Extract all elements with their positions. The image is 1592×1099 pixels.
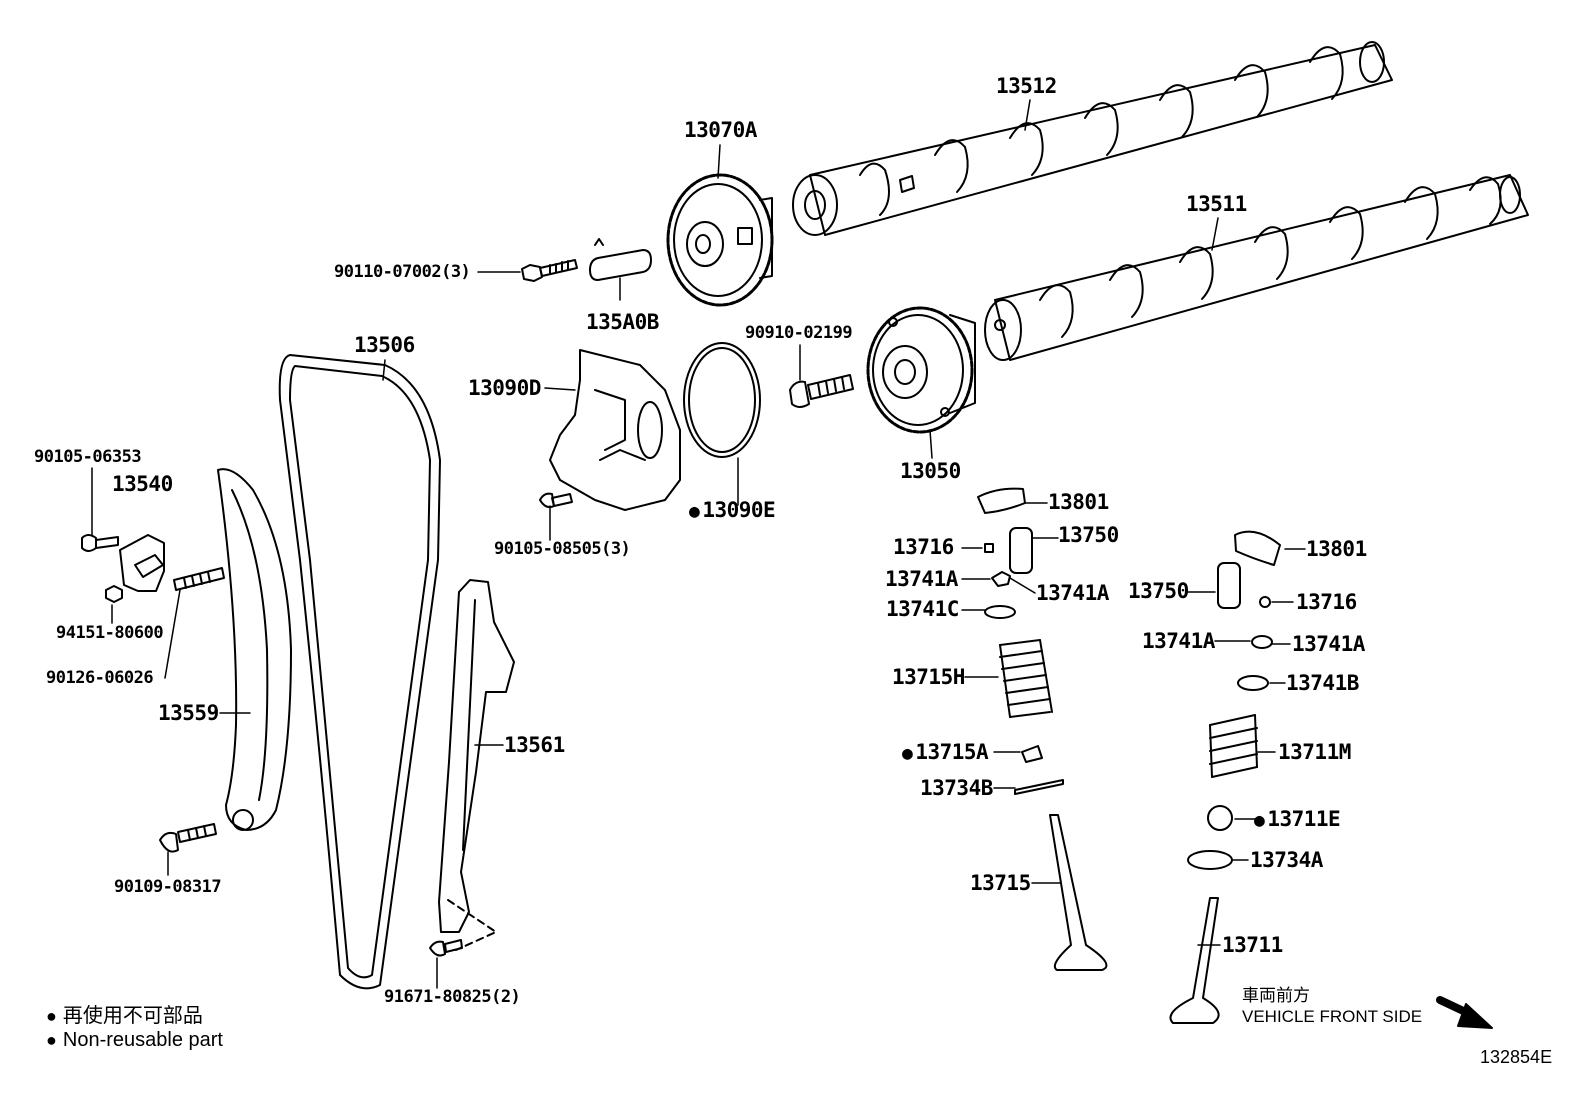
label-90105-06353[interactable]: 90105-06353 xyxy=(34,447,142,467)
cam-timing-gear-13050[interactable] xyxy=(866,306,976,434)
valve-seal-13715A[interactable] xyxy=(1021,745,1043,763)
front-side-jp: 車両前方 xyxy=(1242,986,1310,1005)
label-13559[interactable]: 13559 xyxy=(158,701,219,725)
pad-13716-intake[interactable] xyxy=(984,543,994,553)
camshaft-13511[interactable] xyxy=(984,174,1529,361)
label-13741B[interactable]: 13741B xyxy=(1286,671,1359,695)
gasket-13090E[interactable] xyxy=(683,342,761,458)
bolt-90910-02199[interactable] xyxy=(789,374,854,408)
label-90910-02199[interactable]: 90910-02199 xyxy=(745,323,853,343)
retainer-13741C[interactable] xyxy=(984,605,1016,619)
bolt-90105-06353[interactable] xyxy=(81,534,119,552)
label-13050[interactable]: 13050 xyxy=(900,459,961,483)
label-13711E[interactable]: 13711E xyxy=(1254,809,1340,830)
label-13512[interactable]: 13512 xyxy=(996,74,1057,98)
keeper-13741A-exhaust[interactable] xyxy=(1251,635,1273,649)
label-13734A[interactable]: 13734A xyxy=(1250,848,1323,872)
legend-japanese: ●再使用不可部品 xyxy=(46,1006,203,1026)
chain-cover-13090D[interactable] xyxy=(549,349,681,511)
label-13540[interactable]: 13540 xyxy=(112,472,173,496)
chain-guide-13561[interactable] xyxy=(438,579,515,951)
valve-spring-13715H[interactable] xyxy=(999,639,1053,718)
keeper-13741A-intake[interactable] xyxy=(991,571,1011,587)
label-13070A[interactable]: 13070A xyxy=(684,118,757,142)
legend-en-text: Non-reusable part xyxy=(62,1029,223,1051)
pad-13716-exhaust[interactable] xyxy=(1259,596,1271,608)
label-13711[interactable]: 13711 xyxy=(1222,933,1283,957)
label-13801-exhaust[interactable]: 13801 xyxy=(1306,537,1367,561)
label-13506[interactable]: 13506 xyxy=(354,333,415,357)
label-13715[interactable]: 13715 xyxy=(970,871,1031,895)
bolt-90105-08505[interactable] xyxy=(539,492,573,509)
rocker-arm-13801-intake[interactable] xyxy=(977,487,1026,514)
label-91671-80825[interactable]: 91671-80825(2) xyxy=(384,987,521,1007)
bolt-90109-08317[interactable] xyxy=(159,823,217,853)
washer-13734A[interactable] xyxy=(1187,850,1233,870)
vehicle-front-arrow-icon xyxy=(1436,996,1493,1029)
legend-english: ●Non-reusable part xyxy=(46,1030,223,1050)
label-13750-intake[interactable]: 13750 xyxy=(1058,523,1119,547)
label-13741A-intake-right[interactable]: 13741A xyxy=(1036,581,1109,605)
intake-valve-13715[interactable] xyxy=(1049,814,1108,971)
bolt-91671-80825[interactable] xyxy=(429,939,463,957)
chain-slipper-13559[interactable] xyxy=(217,468,292,831)
exhaust-valve-13711[interactable] xyxy=(1169,897,1220,1024)
label-135A0B[interactable]: 135A0B xyxy=(586,310,659,334)
label-13741A-exhaust-left[interactable]: 13741A xyxy=(1142,629,1215,653)
label-13511[interactable]: 13511 xyxy=(1186,192,1247,216)
label-90126-06026[interactable]: 90126-06026 xyxy=(46,668,154,688)
legend-jp-text: 再使用不可部品 xyxy=(62,1005,203,1027)
label-13090E[interactable]: 13090E xyxy=(689,500,775,521)
label-90110-07002[interactable]: 90110-07002(3) xyxy=(334,262,471,282)
label-13715H[interactable]: 13715H xyxy=(892,665,965,689)
retainer-13741B[interactable] xyxy=(1237,675,1269,691)
label-90109-08317[interactable]: 90109-08317 xyxy=(114,877,222,897)
diagram-id: 132854E xyxy=(1480,1047,1553,1067)
chain-tensioner-13540[interactable] xyxy=(119,534,165,592)
label-13715A[interactable]: 13715A xyxy=(902,742,988,763)
valve-seal-13711E[interactable] xyxy=(1207,805,1233,831)
label-13716-exhaust[interactable]: 13716 xyxy=(1296,590,1357,614)
label-13741A-exhaust-right[interactable]: 13741A xyxy=(1292,632,1365,656)
label-94151-80600[interactable]: 94151-80600 xyxy=(56,623,164,643)
label-90105-08505[interactable]: 90105-08505(3) xyxy=(494,539,631,559)
valve-guide-13734B[interactable] xyxy=(1014,779,1064,795)
oil-control-valve-filter-135A0B[interactable] xyxy=(589,238,652,281)
legend-bullet-icon: ● xyxy=(46,1006,57,1026)
legend-bullet-icon: ● xyxy=(46,1030,57,1050)
timing-chain-13506[interactable] xyxy=(278,354,441,990)
label-13734B[interactable]: 13734B xyxy=(920,776,993,800)
label-13741A-intake-left[interactable]: 13741A xyxy=(885,567,958,591)
label-13741C[interactable]: 13741C xyxy=(886,597,959,621)
label-13090D[interactable]: 13090D xyxy=(468,376,541,400)
lash-adjuster-13750-intake[interactable] xyxy=(1009,527,1033,574)
label-13711M[interactable]: 13711M xyxy=(1278,740,1351,764)
valve-spring-13711M[interactable] xyxy=(1209,714,1258,778)
lash-adjuster-13750-exhaust[interactable] xyxy=(1217,562,1241,609)
rocker-arm-13801-exhaust[interactable] xyxy=(1234,530,1281,566)
cam-timing-gear-13070A[interactable] xyxy=(666,173,774,307)
camshaft-13512[interactable] xyxy=(792,41,1393,236)
stud-90126-06026[interactable] xyxy=(173,567,225,591)
front-side-en: VEHICLE FRONT SIDE xyxy=(1242,1007,1423,1026)
label-13561[interactable]: 13561 xyxy=(504,733,565,757)
label-13801-intake[interactable]: 13801 xyxy=(1048,490,1109,514)
label-13716-intake[interactable]: 13716 xyxy=(893,535,954,559)
bolt-90110-07002[interactable] xyxy=(521,259,578,282)
label-13750-exhaust[interactable]: 13750 xyxy=(1128,579,1189,603)
nut-94151-80600[interactable] xyxy=(105,585,123,603)
